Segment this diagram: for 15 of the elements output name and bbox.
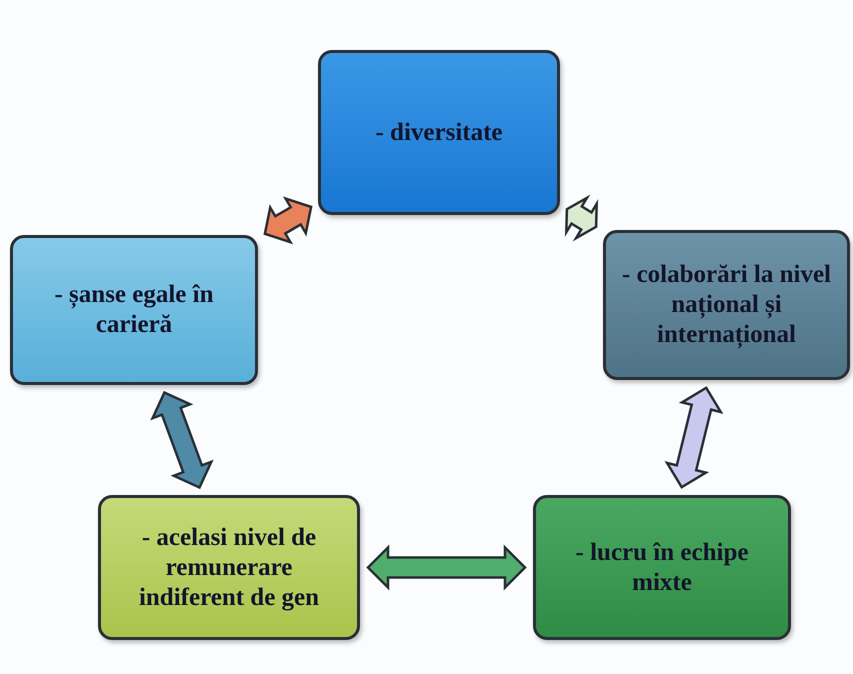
node-text: - acelasi nivel de remunerare indiferent de gen xyxy=(138,522,320,612)
node-text: - lucru în echipe mixte xyxy=(574,538,750,598)
rounded-box xyxy=(10,235,258,385)
node-text: - diversitate xyxy=(374,118,504,148)
rounded-box xyxy=(98,495,360,640)
node-text: - colaborări la nivel național și internațional xyxy=(621,260,832,350)
rounded-box xyxy=(533,495,791,640)
double-arrow xyxy=(263,196,313,244)
double-arrow xyxy=(366,544,527,591)
double-arrow xyxy=(564,194,598,242)
double-arrow xyxy=(664,386,724,489)
rounded-box xyxy=(318,50,560,215)
double-arrow xyxy=(150,390,214,490)
rounded-box xyxy=(603,230,850,380)
node-text: - șanse egale în carieră xyxy=(53,280,215,340)
